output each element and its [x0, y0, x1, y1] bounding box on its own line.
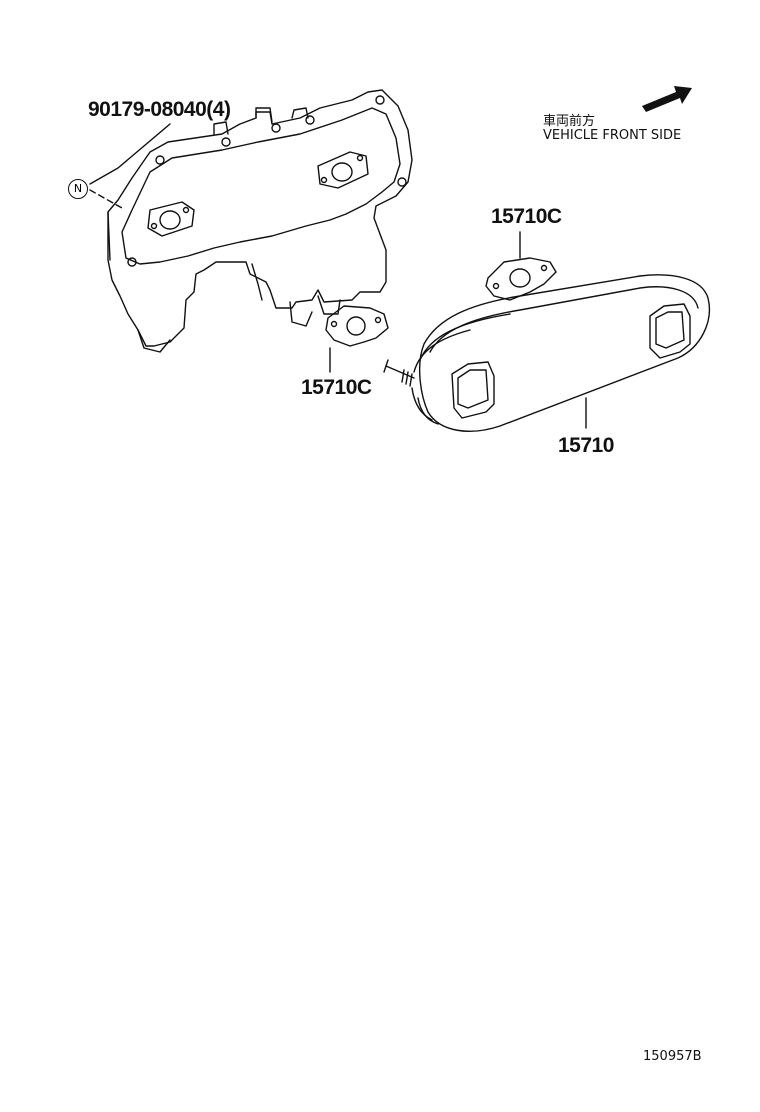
callout-gasket-upper: 15710C: [491, 205, 562, 228]
gasket-lower: [325, 305, 389, 347]
figure-id: 150957B: [643, 1049, 702, 1064]
engine-housing: [107, 89, 413, 353]
oil-cooler: [383, 274, 710, 432]
callout-gasket-lower: 15710C: [301, 376, 372, 399]
leader-bolt: [89, 123, 171, 185]
gasket-upper: [485, 257, 557, 301]
leader-bolt-dash: [89, 189, 123, 209]
direction-note-english: VEHICLE FRONT SIDE: [543, 128, 682, 143]
arrow-right-up-icon: [642, 86, 692, 112]
callout-bolt: 90179-08040(4): [88, 98, 231, 121]
note-marker-circle: N: [68, 179, 88, 199]
direction-note-japanese: 車両前方: [543, 114, 596, 129]
callout-cooler: 15710: [558, 434, 614, 457]
